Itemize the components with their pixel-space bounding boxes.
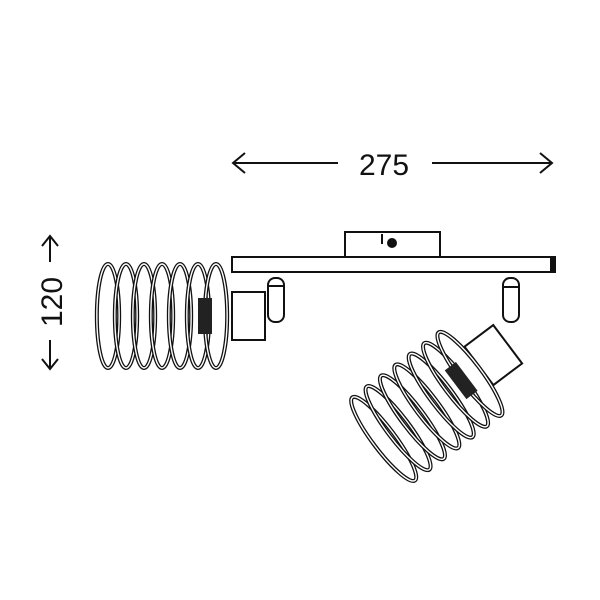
- shade-coil: [114, 263, 138, 369]
- shade-coil: [150, 263, 174, 369]
- shade-coil: [350, 396, 417, 482]
- mounting-bar: [231, 256, 556, 273]
- left-joint: [267, 277, 285, 323]
- width-dimension: [231, 152, 554, 174]
- height-label: 120: [36, 277, 69, 327]
- bulb-socket: [198, 298, 212, 334]
- arrowhead-left-icon: [231, 152, 246, 174]
- width-label: 275: [359, 149, 409, 182]
- shade-coil: [168, 263, 192, 369]
- arrowhead-right-icon: [539, 152, 554, 174]
- right-spiral-shade: [349, 329, 505, 483]
- shade-coil: [393, 363, 461, 450]
- left-spiral-shade: [94, 262, 230, 370]
- shade-coil: [132, 263, 156, 369]
- right-joint: [502, 277, 520, 323]
- shade-coil: [364, 385, 432, 471]
- shade-coil: [379, 374, 446, 461]
- left-socket-housing: [231, 291, 266, 341]
- lamp-body: [231, 231, 556, 341]
- arrowhead-down-icon: [41, 358, 59, 371]
- height-dimension: [41, 234, 59, 371]
- shade-coil: [96, 263, 120, 369]
- right-lamp-head: [349, 323, 524, 483]
- shade-coil: [407, 352, 475, 439]
- right-socket-housing: [463, 323, 524, 387]
- bulb-socket: [444, 361, 478, 400]
- arrowhead-up-icon: [41, 234, 59, 247]
- canopy-screw-head: [387, 238, 397, 248]
